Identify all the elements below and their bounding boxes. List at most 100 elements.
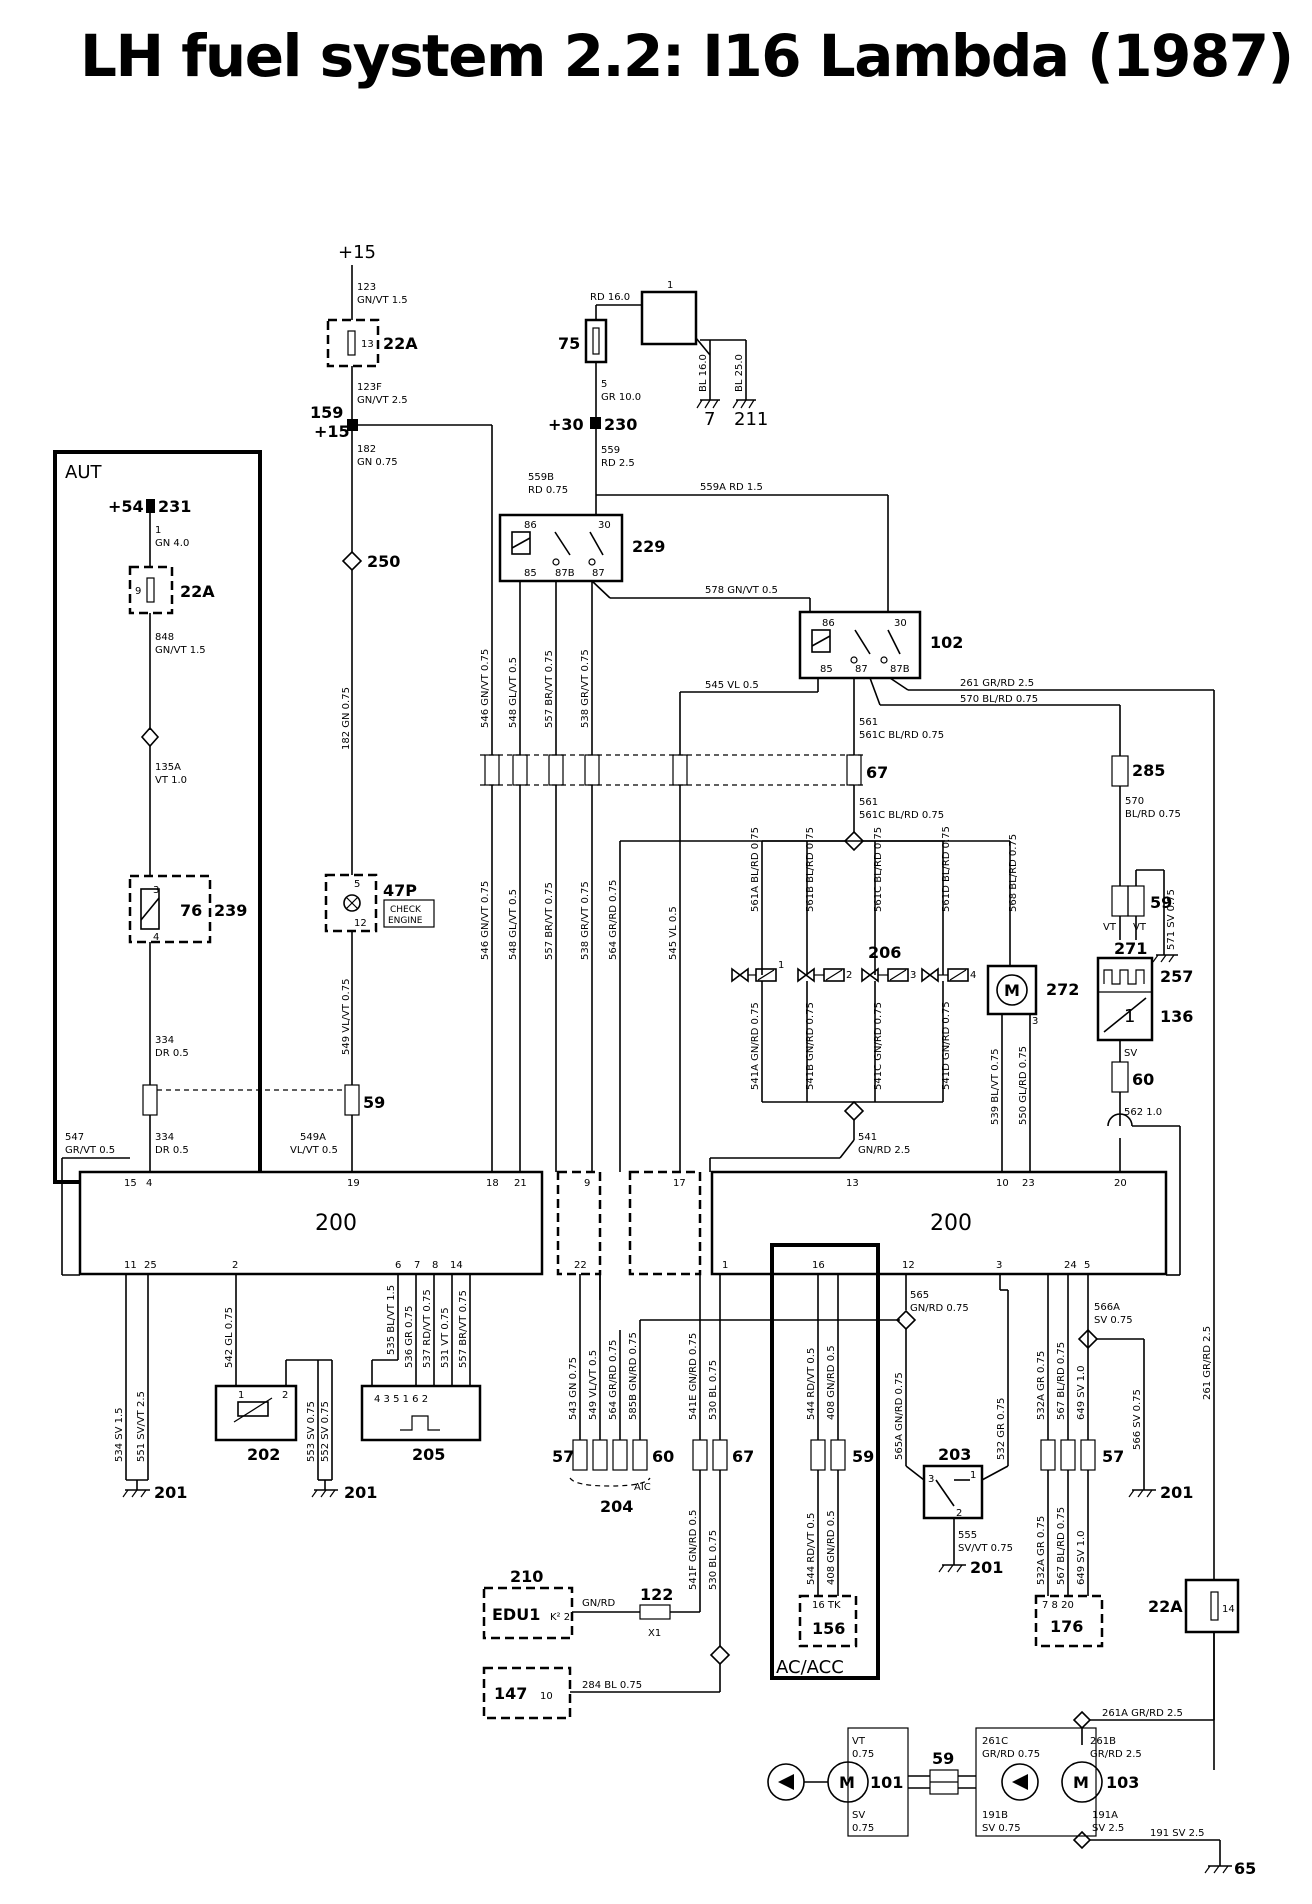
svg-text:13: 13	[361, 339, 374, 350]
svg-text:59: 59	[932, 1749, 954, 1768]
svg-text:67: 67	[732, 1447, 754, 1466]
component-147-box	[482, 1666, 572, 1720]
svg-text:GR/RD 2.5: GR/RD 2.5	[1090, 1749, 1142, 1760]
svg-text:5: 5	[1084, 1260, 1090, 1271]
svg-text:47P: 47P	[383, 881, 417, 900]
svg-text:25: 25	[144, 1260, 157, 1271]
svg-text:30: 30	[894, 618, 907, 629]
svg-text:334: 334	[155, 1132, 174, 1143]
pump-101-box	[847, 1727, 909, 1837]
svg-text:ENGINE: ENGINE	[388, 916, 423, 926]
svg-text:408 GN/RD 0.5: 408 GN/RD 0.5	[826, 1345, 837, 1420]
svg-text:568 BL/RD 0.75: 568 BL/RD 0.75	[1008, 834, 1019, 912]
svg-text:566A: 566A	[1094, 1302, 1120, 1313]
svg-text:541F GN/RD 0.5: 541F GN/RD 0.5	[688, 1510, 699, 1590]
svg-text:261A GR/RD 2.5: 261A GR/RD 2.5	[1102, 1708, 1183, 1719]
svg-text:24: 24	[1064, 1260, 1077, 1271]
svg-text:541A GN/RD 0.75: 541A GN/RD 0.75	[750, 1002, 761, 1090]
svg-text:2: 2	[232, 1260, 238, 1271]
svg-text:182: 182	[357, 444, 376, 455]
switch-203	[922, 1464, 984, 1520]
fuse-22a-lower	[1184, 1578, 1240, 1634]
svg-text:7: 7	[414, 1260, 420, 1271]
svg-text:BL/RD 0.75: BL/RD 0.75	[1125, 809, 1181, 820]
svg-text:182 GN 0.75: 182 GN 0.75	[341, 687, 352, 750]
svg-text:4: 4	[970, 970, 976, 981]
component-250: 250	[367, 552, 400, 571]
svg-text:559B: 559B	[528, 472, 554, 483]
ecu-200-right	[710, 1170, 1168, 1276]
svg-text:544 RD/VT 0.5: 544 RD/VT 0.5	[806, 1348, 817, 1420]
supply-plus15-top: +15	[338, 242, 376, 263]
svg-text:541D GN/RD 0.75: 541D GN/RD 0.75	[941, 1001, 952, 1090]
svg-text:4: 4	[153, 932, 159, 943]
svg-text:201: 201	[344, 1483, 377, 1502]
svg-text:557 BR/VT 0.75: 557 BR/VT 0.75	[544, 650, 555, 728]
svg-text:531 VT 0.75: 531 VT 0.75	[440, 1307, 451, 1368]
svg-text:RD 0.75: RD 0.75	[528, 485, 568, 496]
svg-text:5: 5	[354, 879, 360, 890]
svg-text:87: 87	[592, 568, 605, 579]
svg-text:649 SV 1.0: 649 SV 1.0	[1076, 1530, 1087, 1585]
svg-text:GN/VT 1.5: GN/VT 1.5	[357, 295, 408, 306]
svg-text:76: 76	[180, 901, 202, 920]
svg-text:3: 3	[153, 885, 159, 896]
svg-text:57: 57	[552, 1447, 574, 1466]
svg-text:548 GL/VT 0.5: 548 GL/VT 0.5	[508, 889, 519, 960]
svg-text:565A GN/RD 0.75: 565A GN/RD 0.75	[894, 1372, 905, 1460]
svg-text:239: 239	[214, 901, 247, 920]
svg-text:X1: X1	[648, 1628, 661, 1639]
svg-text:GR/VT 0.5: GR/VT 0.5	[65, 1145, 115, 1156]
svg-text:135A: 135A	[155, 762, 181, 773]
svg-text:0.75: 0.75	[852, 1749, 874, 1760]
svg-text:DR 0.5: DR 0.5	[155, 1048, 189, 1059]
svg-text:541E GN/RD 0.75: 541E GN/RD 0.75	[688, 1333, 699, 1420]
svg-text:123F: 123F	[357, 382, 382, 393]
svg-text:GN 0.75: GN 0.75	[357, 457, 398, 468]
svg-text:261 GR/RD 2.5: 261 GR/RD 2.5	[1202, 1326, 1213, 1400]
svg-text:567 BL/RD 0.75: 567 BL/RD 0.75	[1056, 1507, 1067, 1585]
svg-text:10: 10	[996, 1178, 1009, 1189]
svg-text:22A: 22A	[383, 334, 418, 353]
svg-text:191B: 191B	[982, 1810, 1008, 1821]
svg-text:21: 21	[514, 1178, 527, 1189]
svg-text:201: 201	[1160, 1483, 1193, 1502]
svg-text:SV 0.75: SV 0.75	[982, 1823, 1021, 1834]
svg-text:CHECK: CHECK	[390, 905, 422, 915]
svg-text:20: 20	[1114, 1178, 1127, 1189]
svg-text:GR/RD 0.75: GR/RD 0.75	[982, 1749, 1040, 1760]
svg-text:2: 2	[282, 1390, 288, 1401]
svg-text:3: 3	[910, 970, 916, 981]
svg-text:SV 0.75: SV 0.75	[1094, 1315, 1133, 1326]
svg-text:123: 123	[357, 282, 376, 293]
svg-text:530 BL 0.75: 530 BL 0.75	[708, 1360, 719, 1420]
svg-text:561B BL/RD 0.75: 561B BL/RD 0.75	[805, 827, 816, 912]
svg-text:60: 60	[1132, 1070, 1154, 1089]
svg-text:VT: VT	[852, 1736, 866, 1747]
component-231: 231	[158, 497, 191, 516]
svg-text:102: 102	[930, 633, 963, 652]
svg-text:211: 211	[734, 409, 768, 430]
connector-60-right	[1111, 1061, 1129, 1093]
svg-text:545 VL 0.5: 545 VL 0.5	[668, 906, 679, 960]
svg-text:18: 18	[486, 1178, 499, 1189]
svg-text:86: 86	[822, 618, 835, 629]
svg-text:16: 16	[812, 1260, 825, 1271]
svg-text:545 VL 0.5: 545 VL 0.5	[705, 680, 759, 691]
svg-text:549 VL/VT 0.75: 549 VL/VT 0.75	[341, 979, 352, 1055]
svg-text:210: 210	[510, 1567, 543, 1586]
svg-text:532A GR 0.75: 532A GR 0.75	[1036, 1516, 1047, 1585]
ac-acc-zone-frame	[770, 1243, 880, 1680]
svg-text:3: 3	[996, 1260, 1002, 1271]
battery-1	[640, 290, 698, 346]
svg-text:GN/RD: GN/RD	[582, 1598, 616, 1609]
svg-text:534 SV 1.5: 534 SV 1.5	[114, 1407, 125, 1462]
svg-text:261C: 261C	[982, 1736, 1008, 1747]
svg-text:103: 103	[1106, 1773, 1139, 1792]
svg-text:RD 2.5: RD 2.5	[601, 458, 635, 469]
svg-text:176: 176	[1050, 1617, 1083, 1636]
svg-text:532 GR 0.75: 532 GR 0.75	[996, 1398, 1007, 1460]
edu-210	[482, 1586, 574, 1640]
aut-zone-frame	[53, 450, 262, 1184]
svg-text:285: 285	[1132, 761, 1165, 780]
